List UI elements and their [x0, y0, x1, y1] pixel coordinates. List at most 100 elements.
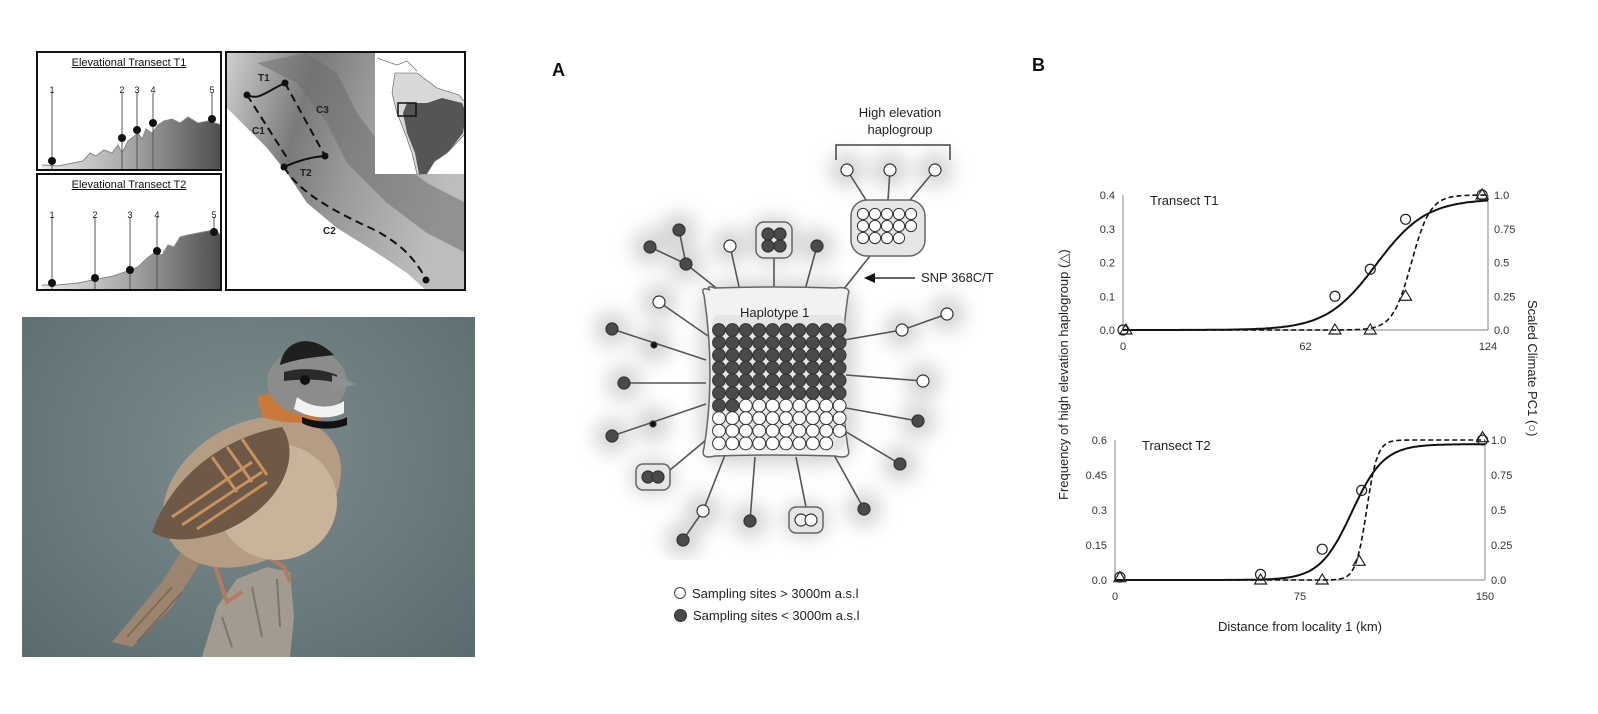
sample-white [832, 398, 847, 413]
map-point [243, 91, 251, 99]
sample-dark [738, 335, 753, 350]
haplotype-node-low [761, 227, 775, 241]
y-tick-label-left: 0.0 [1100, 325, 1115, 337]
sample-white [765, 423, 780, 438]
sample-dark [832, 323, 847, 337]
sample-dark [712, 348, 726, 363]
sample-white [856, 219, 870, 233]
network-edge [845, 374, 924, 382]
network-edge [843, 329, 903, 341]
haplogroup-point [1363, 322, 1378, 335]
network-edge [658, 301, 709, 337]
haplogroup-point [1315, 572, 1330, 585]
haplotype-node-low [857, 502, 871, 516]
climate-point [1476, 189, 1488, 201]
haplotype-node-low [672, 223, 686, 237]
sample-white [752, 423, 767, 438]
map-label-c1: C1 [252, 126, 265, 137]
haplogroup-point [1398, 289, 1413, 301]
sample-white [752, 398, 767, 413]
y-tick-label-left: 0.4 [1100, 190, 1115, 202]
haplotype-node-low [911, 414, 925, 428]
network-edge [749, 456, 756, 522]
site-label: 1 [49, 85, 55, 95]
y-tick-label-right: 0.5 [1494, 258, 1509, 270]
sample-dark [819, 373, 834, 388]
x-tick-label: 150 [1476, 591, 1494, 603]
y-tick-label-left: 0.3 [1092, 505, 1107, 517]
sample-white [904, 219, 918, 233]
median-vector-node [649, 420, 657, 428]
haplotype-node-low [773, 239, 787, 253]
y-tick-label-right: 0.5 [1491, 505, 1506, 517]
sample-white [832, 411, 847, 426]
sample-white [738, 436, 753, 451]
sample-dark [819, 323, 834, 337]
sample-dark [819, 360, 834, 375]
high-elevation-label-line1: High elevation [858, 105, 942, 120]
sample-dark [752, 373, 767, 388]
sample-white [779, 398, 793, 413]
sample-dark [779, 360, 793, 375]
sample-white [892, 231, 906, 245]
map-label-c3: C3 [316, 105, 329, 116]
climate-point [1114, 571, 1126, 583]
study-area-map: T1 C1 C3 T2 C2 [225, 51, 466, 291]
network-edge [842, 255, 871, 291]
climate-point [1476, 434, 1489, 446]
site-point [210, 228, 218, 236]
y-tick-label-right: 0.25 [1491, 540, 1512, 552]
sample-white [792, 423, 807, 438]
map-point [321, 152, 329, 160]
haplogroup-point [1475, 187, 1490, 200]
chart-title: Transect T2 [1142, 438, 1211, 453]
y-tick-label-left: 0.2 [1100, 258, 1115, 270]
cline-fit-climate [1115, 443, 1485, 581]
site-label: 4 [150, 85, 156, 95]
sample-dark [792, 323, 807, 337]
y-tick-label-right: 1.0 [1494, 190, 1509, 202]
y-axis-label-left: Frequency of high elevation haplogroup (… [1056, 249, 1071, 500]
transect-t1-profile: Elevational Transect T1 1 2 3 4 [36, 51, 222, 171]
haplotype-node-low [676, 533, 690, 547]
sample-dark [832, 373, 847, 388]
sample-dark [792, 348, 807, 363]
haplotype-node-high [895, 323, 909, 337]
haplotype-node-low [743, 514, 757, 528]
snp-label: SNP 368C/T [921, 270, 994, 285]
x-tick-label: 0 [1112, 591, 1118, 603]
site-point [118, 134, 126, 142]
haplotype-node-low [679, 257, 693, 271]
climate-point [1356, 484, 1368, 496]
median-vector-node [650, 341, 658, 349]
sample-dark [792, 335, 807, 350]
sample-dark [765, 335, 780, 350]
sample-white [904, 207, 918, 221]
haplotype-node-high [928, 163, 942, 177]
sample-dark [725, 373, 740, 388]
sample-dark [738, 360, 753, 375]
sample-white [880, 207, 894, 221]
site-label: 2 [119, 85, 125, 95]
cline-fit-haplogroup [1123, 194, 1488, 331]
sample-white [765, 436, 780, 451]
network-edge [842, 429, 901, 465]
haplotype-node-high [804, 513, 818, 527]
legend-label-low: Sampling sites < 3000m a.s.l [693, 607, 860, 623]
sample-dark [765, 373, 780, 388]
haplogroup-bracket [835, 144, 951, 160]
climate-point [1364, 263, 1376, 275]
haplotype-network [594, 144, 965, 558]
sample-dark [712, 335, 726, 350]
legend-item-low: Sampling sites < 3000m a.s.l [674, 605, 860, 625]
network-edge [901, 313, 948, 331]
sample-dark [805, 373, 820, 388]
sample-dark [752, 323, 767, 337]
sample-white [765, 411, 780, 426]
sample-dark [738, 348, 753, 363]
y-tick-label-right: 0.75 [1491, 470, 1512, 482]
y-tick-label-left: 0.15 [1086, 540, 1107, 552]
network-edge [611, 328, 707, 361]
